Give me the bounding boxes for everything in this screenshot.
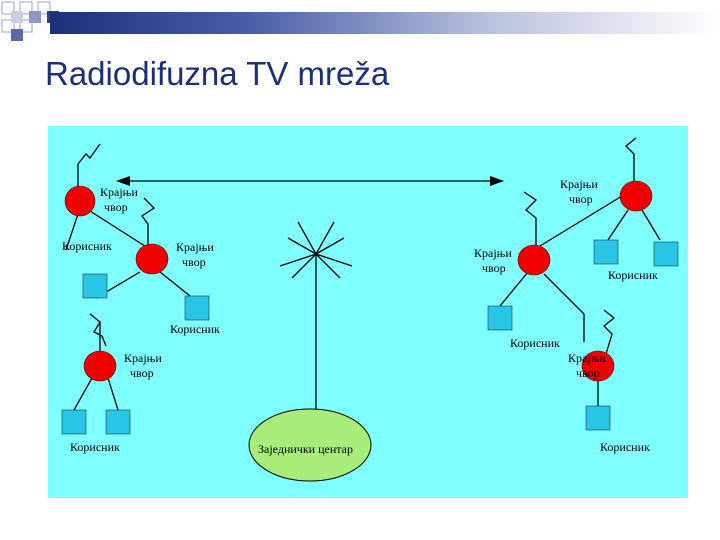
common-center-label: Заједнички центар [258, 442, 353, 456]
user-left-mid [184, 295, 210, 321]
user-right-bottom [585, 405, 611, 431]
tower-antenna [279, 221, 353, 279]
user-left-bottom-2 [105, 409, 131, 435]
node-left-mid-label-line2: чвор [182, 255, 206, 269]
node-left-top-label-line1: Крајњи [100, 185, 138, 199]
node-right-bottom-label-line1: Крајњи [568, 351, 606, 365]
user-right-bottom-label: Корисник [600, 440, 650, 454]
user-left-top [82, 273, 108, 299]
user-left-top-label: Корисник [62, 239, 112, 253]
user-left-mid-label: Корисник [170, 322, 220, 336]
node-left-mid [135, 243, 169, 275]
common-center [248, 408, 372, 482]
user-right-mid [487, 305, 513, 331]
diagram-panel: Крајњи чвор Корисник Крајњи чвор Корисни… [48, 126, 688, 498]
antenna-left-mid [141, 197, 156, 248]
user-left-bottom-label: Корисник [70, 440, 120, 454]
node-left-mid-label-line1: Крајњи [176, 240, 214, 254]
node-left-bottom-label-line1: Крајњи [124, 351, 162, 365]
user-right-mid-label: Корисник [510, 336, 560, 350]
link-right-mid-bottom [543, 273, 585, 342]
node-right-mid-label-line2: чвор [482, 261, 506, 275]
node-right-top-label-line1: Крајњи [560, 177, 598, 191]
node-right-top [619, 180, 653, 212]
node-left-top [64, 185, 96, 217]
node-left-bottom-label-line2: чвор [130, 366, 154, 380]
node-left-bottom [83, 350, 117, 382]
network-diagram: Крајњи чвор Корисник Крајњи чвор Корисни… [48, 126, 688, 498]
node-left-top-label-line2: чвор [104, 200, 128, 214]
decorative-squares [0, 0, 60, 50]
node-right-mid-label-line1: Крајњи [474, 246, 512, 260]
user-right-top-1 [593, 239, 619, 265]
user-right-top-2 [653, 241, 679, 267]
antenna-left-top [77, 143, 101, 165]
slide-title: Radiodifuzna TV mreža [45, 55, 390, 92]
node-right-top-label-line2: чвор [569, 192, 593, 206]
arrow-left [116, 176, 130, 186]
user-left-bottom-1 [61, 409, 87, 435]
arrow-right [490, 176, 504, 186]
antenna-right-bottom [603, 309, 616, 355]
user-right-top-label: Корисник [608, 268, 658, 282]
header-bar [50, 12, 720, 34]
antenna-right-top [625, 137, 637, 184]
antenna-right-mid [523, 191, 538, 246]
node-right-bottom [581, 350, 615, 382]
antenna-left-bottom [89, 313, 107, 347]
node-right-mid [517, 244, 551, 276]
node-right-bottom-label-line2: чвор [576, 366, 600, 380]
